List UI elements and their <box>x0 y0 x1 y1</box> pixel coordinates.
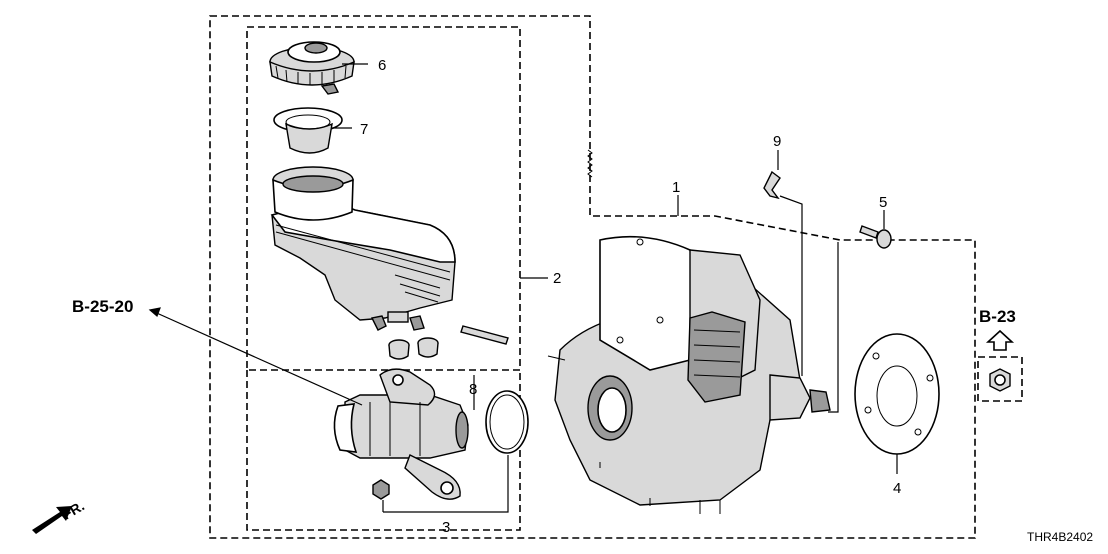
reservoir-pin <box>460 325 509 345</box>
bolt-part <box>859 225 892 249</box>
o-ring-part <box>485 390 529 454</box>
brake-booster-part <box>547 235 831 514</box>
nut-part <box>989 368 1011 392</box>
clip-part <box>763 170 781 200</box>
assembly-outline-1 <box>209 15 976 539</box>
callout-8: 8 <box>469 381 477 398</box>
leader-lines <box>148 63 898 513</box>
callout-3: 3 <box>442 519 450 536</box>
reference-label-b25-20: B-25-20 <box>72 297 133 316</box>
callout-5: 5 <box>879 194 887 211</box>
reservoir-tank-part <box>270 166 456 331</box>
assembly-outline-2 <box>246 26 521 371</box>
assembly-outline-8 <box>246 370 521 531</box>
break-mark-1 <box>587 149 593 178</box>
callout-6: 6 <box>378 57 386 74</box>
diagram-code: THR4B2402 <box>1027 530 1093 544</box>
callout-7: 7 <box>360 121 368 138</box>
master-cylinder-part <box>333 368 469 500</box>
gasket-part <box>854 333 940 455</box>
front-direction-arrow <box>32 506 72 534</box>
reservoir-strainer-part <box>273 107 343 154</box>
reference-arrow-b23 <box>985 329 1015 351</box>
reference-box-b23 <box>977 356 1023 402</box>
reservoir-grommets <box>388 337 439 360</box>
callout-2: 2 <box>553 270 561 287</box>
front-direction-label: FR. <box>60 497 88 522</box>
reservoir-cap-part <box>269 41 355 95</box>
callout-1: 1 <box>672 179 680 196</box>
callout-9: 9 <box>773 133 781 150</box>
reference-label-b23: B-23 <box>979 307 1016 326</box>
callout-4: 4 <box>893 480 901 497</box>
